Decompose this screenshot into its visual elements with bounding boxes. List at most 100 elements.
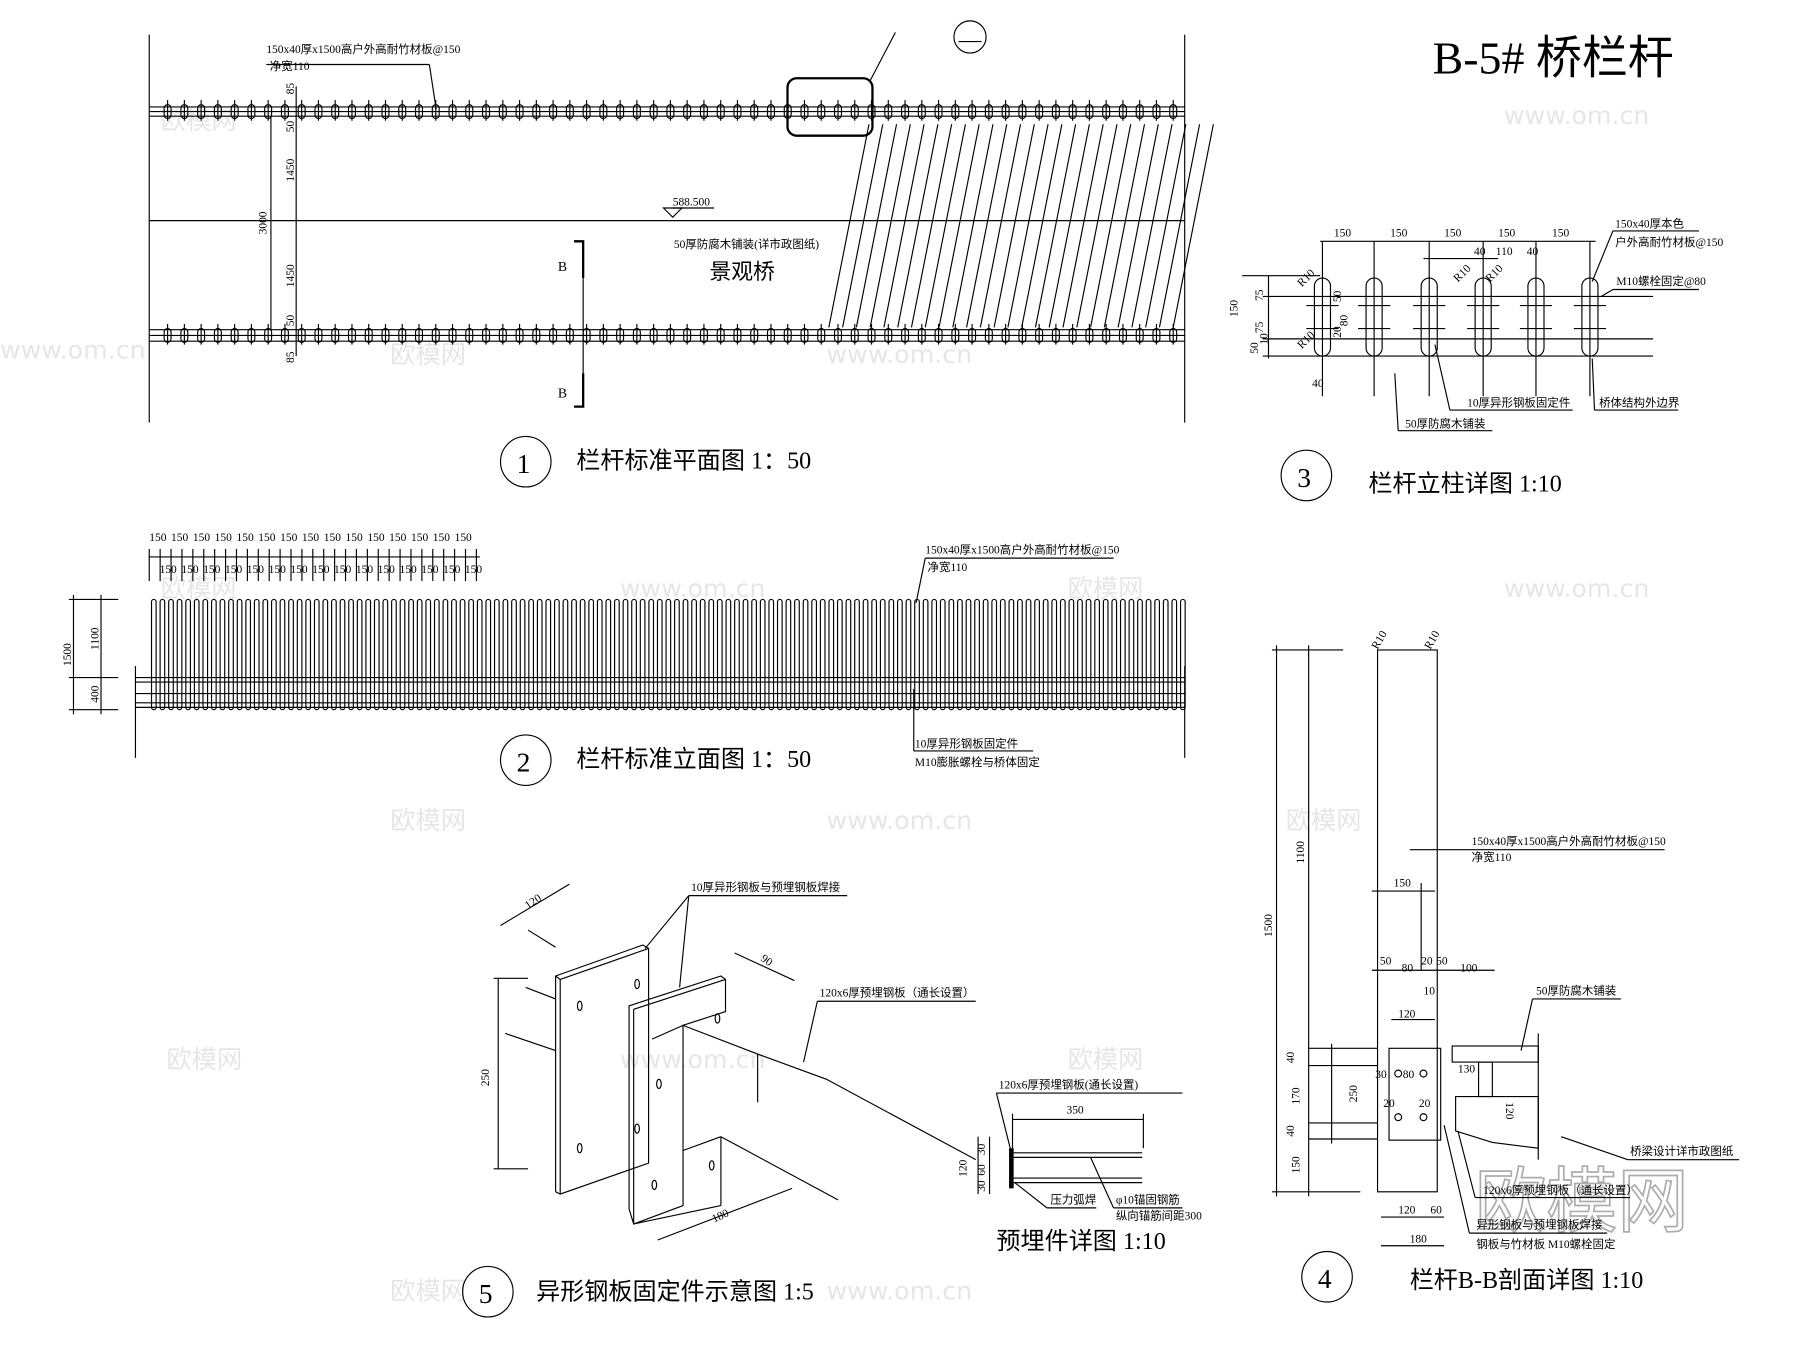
hatch-line — [869, 124, 911, 328]
elevation-picket — [365, 598, 372, 711]
elevation-picket — [159, 598, 166, 711]
bridge-label: 桥梁设计详市政图纸 — [1630, 1144, 1734, 1158]
radius-dim: R10 — [1370, 629, 1390, 652]
section-dim: 170 — [1290, 1087, 1302, 1104]
spacing-dim: 150 — [181, 564, 198, 576]
post-dim: 110 — [1496, 246, 1513, 258]
spacing-dim: 150 — [312, 564, 329, 576]
view-number-circle — [462, 1265, 514, 1318]
post-dim: 50 — [1332, 290, 1344, 302]
spacing-dim: 150 — [302, 532, 319, 544]
post-dim: 150 — [1229, 300, 1241, 317]
post-columns — [1306, 241, 1606, 397]
board-label: 150x40厚x1500高户外高耐竹材板@150 — [266, 42, 460, 56]
post-dim: 40 — [1474, 246, 1486, 258]
section-dim: 30 — [1375, 1069, 1387, 1081]
section-dim: 100 — [1460, 962, 1477, 974]
watermark: 欧模网 — [1068, 1045, 1144, 1074]
hatch-line — [910, 124, 953, 328]
elevation-picket — [1042, 598, 1049, 711]
spacing-dim: 150 — [160, 564, 177, 576]
elevation-picket — [245, 598, 252, 711]
elev-dim: 1500 — [62, 643, 74, 666]
elevation-picket — [1119, 598, 1126, 711]
elevation-picket — [639, 598, 646, 711]
elevation-picket — [1171, 598, 1178, 711]
elevation-picket — [519, 598, 526, 711]
elevation-picket — [176, 598, 183, 711]
board-label: 150x40厚x1500高户外高耐竹材板@150 — [1472, 834, 1666, 848]
elevation-picket — [1068, 598, 1075, 711]
elevation-picket — [905, 598, 912, 711]
spacing-dim: 150 — [433, 532, 450, 544]
watermark: www.om.cn — [620, 1045, 766, 1074]
plan-dim: 50 — [285, 315, 297, 327]
section-dim: 150 — [1394, 877, 1411, 889]
elevation-picket — [1051, 598, 1058, 711]
post-dim: 150 — [1498, 228, 1515, 240]
deck-board — [1451, 1045, 1539, 1063]
elevation-picket — [974, 598, 980, 711]
spacing-dim: 150 — [443, 564, 460, 576]
elevation-picket — [168, 598, 174, 711]
section-dim: 1100 — [1295, 841, 1307, 864]
hatch-line — [1021, 124, 1063, 328]
net-width-label: 净宽110 — [928, 560, 968, 574]
watermark: 欧模网 — [161, 106, 237, 135]
plate-dim: 180 — [710, 1207, 731, 1225]
spacing-dim: 150 — [356, 564, 373, 576]
plate-isometric: 250 120 90 180 10厚异形钢板与预埋钢板焊接 120x6厚预埋钢板… — [462, 880, 977, 1318]
radius-dim: R10 — [1484, 263, 1506, 285]
weld-label: 压力弧焊 — [1050, 1192, 1096, 1206]
elevation-picket — [451, 598, 457, 711]
elev-dim: 1100 — [90, 627, 102, 650]
net-width-label: 净宽110 — [270, 59, 310, 73]
elevation-picket — [622, 598, 629, 711]
hatch-line — [938, 124, 980, 328]
hatch-line — [952, 124, 994, 328]
spacing-dim: 150 — [455, 532, 472, 544]
elevation-picket — [271, 598, 277, 711]
elevation-value: 588.500 — [673, 197, 711, 209]
view-number-circle — [499, 435, 552, 488]
hatch-line — [1062, 124, 1104, 328]
elevation-picket — [674, 598, 680, 711]
view-caption: 异形钢板固定件示意图 1:5 — [536, 1279, 814, 1306]
elevation-picket — [999, 598, 1006, 711]
elevation-picket — [1162, 598, 1169, 711]
elevation-picket — [228, 598, 234, 711]
elevation-picket — [1179, 598, 1186, 711]
bamboo-board-section — [1376, 649, 1438, 1193]
elevation-picket — [373, 598, 380, 711]
elevation-picket — [562, 598, 569, 711]
board-label: 150x40厚本色 — [1615, 217, 1684, 231]
section-dim: 1500 — [1263, 914, 1275, 937]
elevation-picket — [528, 598, 535, 711]
elevation-picket — [262, 598, 269, 711]
elevation-picket — [785, 598, 792, 711]
spacing-dim: 150 — [290, 564, 307, 576]
bridge-name: 景观桥 — [709, 260, 775, 284]
hatch-line — [1172, 124, 1214, 328]
elevation-picket — [288, 598, 294, 711]
elevation-picket — [425, 598, 432, 711]
spacing-dim: 150 — [193, 532, 210, 544]
embed-label: 120x6厚预埋钢板（通长设置） — [1483, 1183, 1638, 1197]
section-mark: B — [558, 385, 567, 400]
elevation-picket — [253, 598, 260, 711]
section-dim: 120 — [1503, 1102, 1515, 1119]
watermark: www.om.cn — [1504, 574, 1650, 603]
section-dim: 20 — [1383, 1098, 1395, 1110]
watermark: 欧模网 — [390, 1277, 466, 1306]
view-caption: 栏杆标准立面图 1：50 — [576, 746, 811, 773]
section-dim: 20 — [1421, 956, 1433, 968]
elevation-picket — [845, 598, 852, 711]
elevation-picket — [476, 598, 483, 711]
elevation-picket — [665, 598, 672, 711]
elevation-picket — [193, 598, 200, 711]
hatch-line — [897, 124, 939, 328]
elevation-picket — [614, 598, 620, 711]
fixing-label: 10厚异形钢板固定件 — [915, 737, 1018, 751]
elevation-picket — [210, 598, 217, 711]
elevation-picket — [536, 598, 543, 711]
